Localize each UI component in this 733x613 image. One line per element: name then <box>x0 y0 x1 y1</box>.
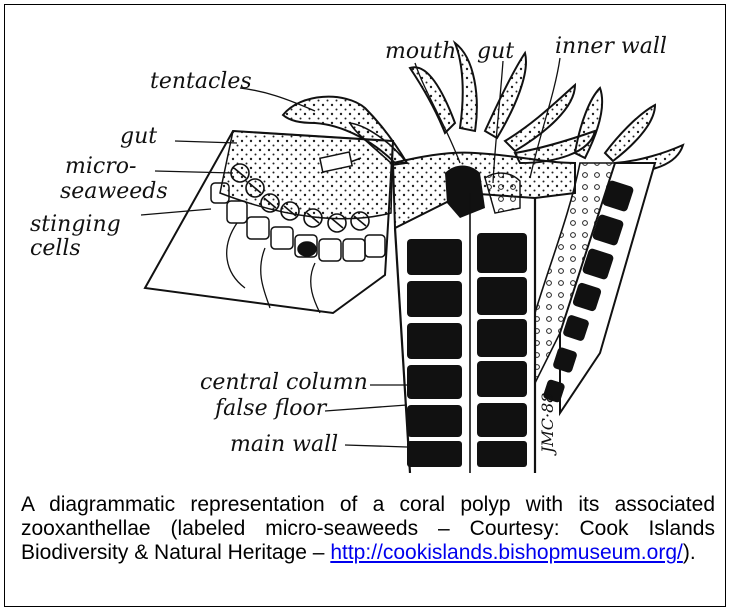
label-mouth: mouth <box>385 39 456 64</box>
tissue-inset <box>145 131 393 313</box>
label-gut-top: gut <box>477 39 514 64</box>
figure-caption: A diagrammatic representation of a coral… <box>21 493 715 565</box>
label-false-floor: false floor <box>213 396 328 421</box>
coral-polyp-diagram: mouth gut inner wall tentacles gut micro… <box>15 13 725 473</box>
label-inner-wall: inner wall <box>555 34 667 59</box>
caption-suffix: ). <box>683 541 696 564</box>
caption-link[interactable]: http://cookislands.bishopmuseum.org/ <box>330 541 683 564</box>
label-micro-seaweeds-2: seaweeds <box>60 179 168 204</box>
label-stinging-cells-1: stinging <box>30 212 121 237</box>
label-gut-left: gut <box>120 124 157 149</box>
artist-signature: JMC·88 <box>538 393 557 456</box>
label-micro-seaweeds-1: micro- <box>65 154 136 179</box>
label-tentacles: tentacles <box>150 69 252 94</box>
label-main-wall: main wall <box>230 432 338 457</box>
figure-frame: mouth gut inner wall tentacles gut micro… <box>4 4 726 607</box>
label-central-column: central column <box>200 370 368 395</box>
label-stinging-cells-2: cells <box>30 236 81 261</box>
